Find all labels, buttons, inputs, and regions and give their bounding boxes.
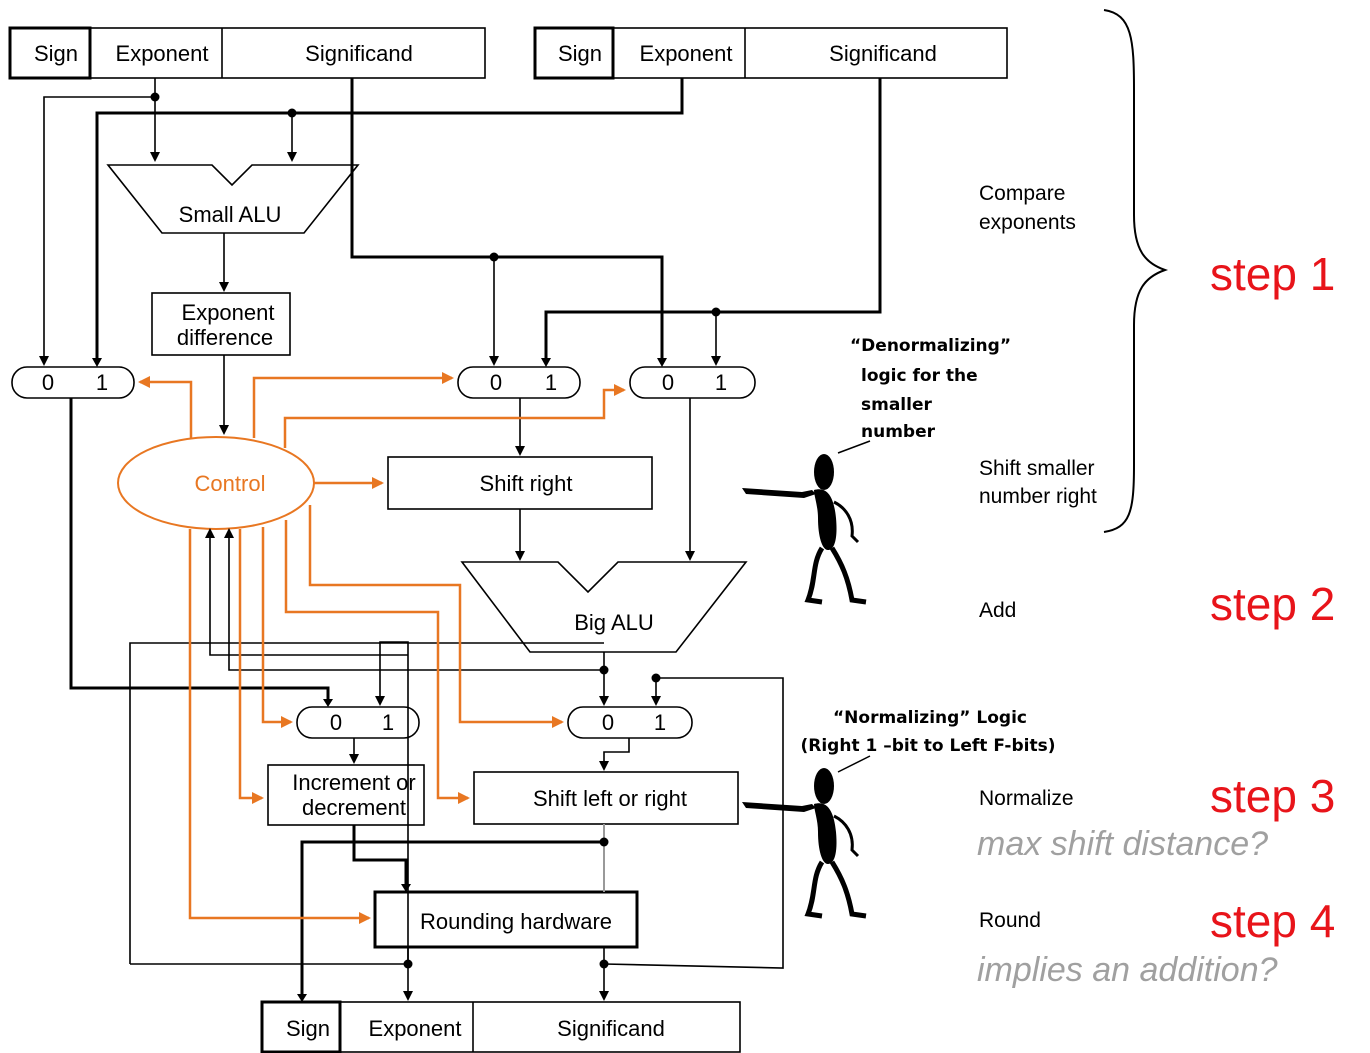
normalize-label: Normalize	[979, 787, 1074, 810]
mux-1-label: 1	[654, 710, 666, 735]
compare-exponents-label-1: Compare	[979, 182, 1065, 205]
denorm-note-line3: smaller	[861, 395, 932, 415]
denorm-note-line2: logic for the	[861, 366, 978, 386]
step-1-label: step 1	[1210, 248, 1335, 300]
rounding-hardware-label: Rounding hardware	[420, 909, 612, 934]
mux-0-label: 0	[490, 370, 502, 395]
register-exponent-label: Exponent	[640, 41, 733, 66]
step-3-label: step 3	[1210, 770, 1335, 822]
shift-smaller-label-2: number right	[979, 485, 1097, 508]
denorm-note-line1: “Denormalizing”	[850, 336, 1011, 356]
increment-decrement-line1: Increment or	[292, 770, 416, 795]
step1-brace	[1103, 9, 1169, 533]
shift-right-label: Shift right	[480, 471, 573, 496]
register-significand-label: Significand	[557, 1016, 665, 1041]
rounding-hardware-box	[373, 890, 639, 949]
mux-alu-input: 0 1	[629, 366, 756, 399]
norm-note-line2: (Right 1 –bit to Left F-bits)	[801, 736, 1056, 756]
max-shift-question: max shift distance?	[977, 825, 1268, 863]
top-left-register: Sign Exponent Significand	[8, 26, 486, 80]
step-2-label: step 2	[1210, 578, 1335, 630]
mux-0-label: 0	[42, 370, 54, 395]
register-sign-label: Sign	[34, 41, 78, 66]
register-significand-label: Significand	[305, 41, 413, 66]
mux-shift-input: 0 1	[457, 366, 581, 399]
big-alu	[460, 561, 748, 653]
register-sign-label: Sign	[286, 1016, 330, 1041]
mux-significand-result: 0 1	[567, 706, 693, 739]
implies-addition-question: implies an addition?	[977, 951, 1278, 989]
increment-decrement-line2: decrement	[302, 795, 406, 820]
increment-decrement-box	[267, 764, 425, 826]
register-exponent-label: Exponent	[116, 41, 209, 66]
data-wires	[39, 78, 882, 1002]
denorm-note-line4: number	[861, 422, 936, 442]
norm-note-line1: “Normalizing” Logic	[833, 708, 1027, 728]
mux-0-label: 0	[662, 370, 674, 395]
pointing-figure-icon	[742, 768, 867, 919]
top-right-register: Sign Exponent Significand	[533, 26, 1008, 80]
mux-exponent-select: 0 1	[11, 366, 135, 399]
register-sign-label: Sign	[558, 41, 602, 66]
mux-0-label: 0	[330, 710, 342, 735]
compare-exponents-label-2: exponents	[979, 211, 1076, 234]
control-wires	[138, 372, 626, 924]
pointing-figure-icon	[742, 454, 867, 605]
mux-exponent-result: 0 1	[296, 706, 420, 739]
big-alu-label: Big ALU	[574, 610, 654, 635]
exponent-difference-box	[151, 292, 291, 356]
round-label: Round	[979, 909, 1041, 932]
mux-1-label: 1	[96, 370, 108, 395]
small-alu-label: Small ALU	[179, 202, 282, 227]
register-significand-label: Significand	[829, 41, 937, 66]
shift-left-right-label: Shift left or right	[533, 786, 687, 811]
exponent-difference-line2: difference	[177, 325, 273, 350]
small-alu	[106, 164, 360, 234]
mux-1-label: 1	[382, 710, 394, 735]
exponent-difference-line1: Exponent	[182, 300, 275, 325]
step-4-label: step 4	[1210, 895, 1335, 947]
register-exponent-label: Exponent	[369, 1016, 462, 1041]
shift-smaller-label-1: Shift smaller	[979, 457, 1095, 480]
mux-1-label: 1	[545, 370, 557, 395]
control-label: Control	[195, 471, 266, 496]
mux-1-label: 1	[715, 370, 727, 395]
bottom-register: Sign Exponent Significand	[260, 1000, 741, 1053]
add-label: Add	[979, 599, 1016, 622]
mux-0-label: 0	[602, 710, 614, 735]
shift-left-right-box	[473, 771, 739, 825]
